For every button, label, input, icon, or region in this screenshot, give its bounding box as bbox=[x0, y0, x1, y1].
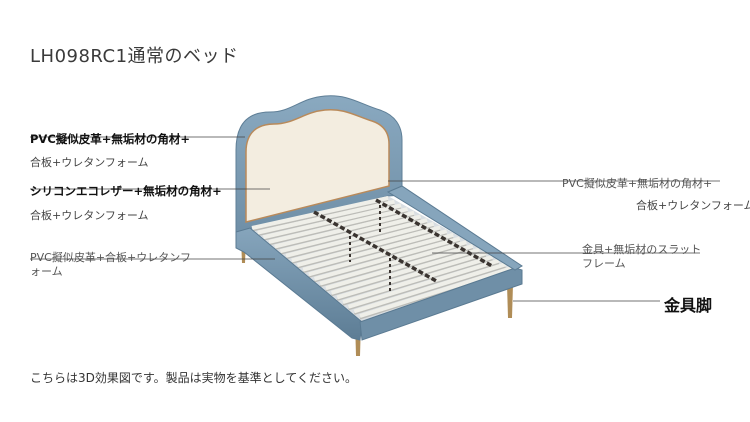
label-headboard-frame: PVC擬似皮革+無垢材の角材+ bbox=[30, 132, 191, 146]
slat-shadow bbox=[274, 214, 415, 250]
slat bbox=[274, 210, 415, 249]
slat-shadow bbox=[257, 203, 395, 237]
slat-shadow bbox=[331, 251, 480, 297]
label-side-frame-core: 合板+ウレタンフォーム bbox=[636, 199, 750, 212]
bed-slats bbox=[251, 196, 513, 320]
label-side-rail-line1: PVC擬似皮革+合板+ウレタンフ bbox=[30, 251, 191, 264]
slat bbox=[331, 247, 480, 295]
slat-shadow bbox=[354, 265, 506, 315]
slat bbox=[302, 229, 448, 272]
label-slats-line2: フレーム bbox=[582, 257, 626, 270]
slat-shadow bbox=[285, 221, 428, 260]
headboard-panel bbox=[245, 108, 390, 223]
slat bbox=[257, 199, 395, 235]
foot-rail bbox=[359, 267, 523, 341]
page-title: LH098RC1通常のベッド bbox=[30, 46, 239, 67]
footnote: こちらは3D効果図です。製品は実物を基準としてください。 bbox=[30, 371, 357, 385]
slat-shadow bbox=[342, 258, 493, 306]
label-side-rail-line2: ォーム bbox=[30, 265, 63, 278]
slat-shadow bbox=[314, 240, 461, 283]
slat bbox=[348, 258, 500, 309]
slat-shadow bbox=[336, 254, 487, 301]
slat bbox=[296, 225, 441, 267]
slat bbox=[313, 236, 461, 281]
slat-shadow bbox=[308, 236, 454, 278]
label-headboard-panel: シリコンエコレザー+無垢材の角材+ bbox=[30, 184, 222, 198]
slat bbox=[308, 232, 454, 277]
slat bbox=[251, 196, 389, 230]
slat-shadow bbox=[268, 210, 408, 246]
slat-shadow bbox=[302, 232, 447, 274]
slat bbox=[291, 221, 435, 263]
side-rail-left bbox=[235, 227, 363, 341]
slat-shadow bbox=[297, 229, 441, 269]
slat bbox=[353, 262, 507, 314]
slat-shadow bbox=[325, 247, 474, 292]
slat-shadow bbox=[319, 243, 467, 288]
side-rail-right bbox=[386, 185, 523, 271]
slat bbox=[319, 240, 467, 286]
slat bbox=[336, 251, 487, 300]
slat-shadow bbox=[251, 199, 389, 232]
label-legs: 金具脚 bbox=[664, 296, 713, 315]
label-headboard-panel-core: 合板+ウレタンフォーム bbox=[30, 209, 149, 222]
slat-shadow bbox=[291, 225, 434, 264]
slat bbox=[279, 214, 422, 254]
slat bbox=[268, 207, 409, 244]
slat bbox=[262, 203, 402, 240]
label-headboard-frame-core: 合板+ウレタンフォーム bbox=[30, 156, 149, 169]
slat-straps bbox=[313, 198, 493, 284]
center-support bbox=[349, 205, 391, 292]
slat bbox=[359, 266, 513, 318]
label-slats-line1: 金具+無垢材のスラット bbox=[582, 243, 702, 256]
slat bbox=[342, 255, 493, 305]
label-side-frame: PVC擬似皮革+無垢材の角材+ bbox=[562, 177, 713, 190]
slat-shadow bbox=[263, 206, 402, 241]
slat-shadow bbox=[348, 262, 500, 311]
leader-lines bbox=[30, 136, 720, 302]
